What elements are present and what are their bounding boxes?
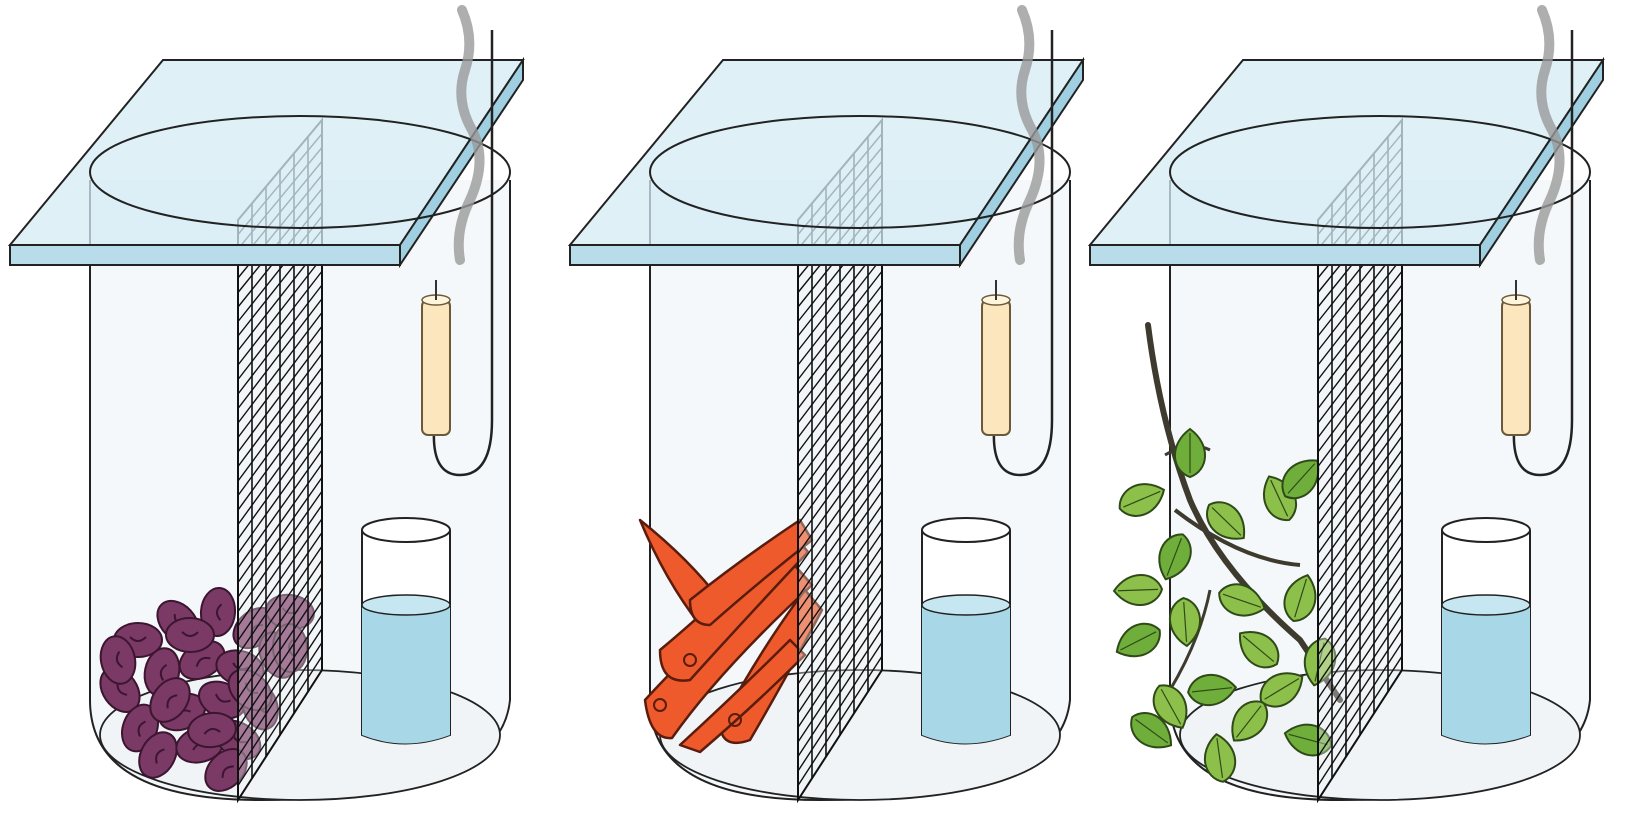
experiment-setup-2 — [570, 10, 1083, 800]
glass-rim — [922, 518, 1010, 542]
glass-lid-edge — [10, 245, 400, 265]
candle-icon — [982, 300, 1010, 435]
experiment-setup-3 — [1090, 10, 1603, 800]
candle-icon — [422, 300, 450, 435]
water — [922, 605, 1010, 744]
candle-icon — [1502, 300, 1530, 435]
water — [1442, 605, 1530, 744]
glass-rim — [362, 518, 450, 542]
water — [362, 605, 450, 744]
glass-lid-edge — [570, 245, 960, 265]
water-surface — [1442, 595, 1530, 615]
water-surface — [362, 595, 450, 615]
glass-lid-edge — [1090, 245, 1480, 265]
glass-rim — [1442, 518, 1530, 542]
experiment-setup-1 — [10, 10, 523, 800]
water-surface — [922, 595, 1010, 615]
